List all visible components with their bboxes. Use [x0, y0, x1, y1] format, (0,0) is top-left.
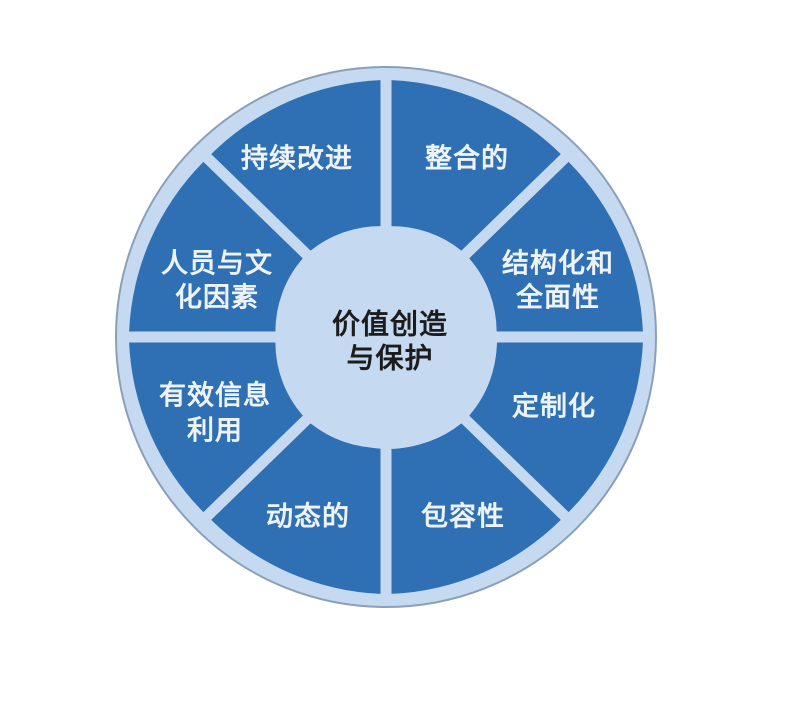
- segment-label-human-cultural-factors-line2: 化因素: [175, 283, 259, 314]
- center-circle: [279, 231, 497, 449]
- segment-wedge-structured-comprehensive: [469, 161, 643, 332]
- center-label-line1: 价值创造: [332, 308, 448, 341]
- segment-label-best-available-information-line1: 有效信息: [159, 380, 271, 412]
- center-label-line2: 与保护: [346, 342, 433, 375]
- segment-wedge-continuous-improvement: [211, 80, 381, 251]
- segment-label-dynamic: 动态的: [266, 501, 350, 533]
- segment-label-best-available-information-line2: 利用: [187, 416, 243, 447]
- segment-label-human-cultural-factors-line1: 人员与文: [161, 248, 273, 280]
- segment-wedge-customized: [469, 342, 643, 513]
- segment-label-integrated: 整合的: [425, 143, 509, 175]
- segment-wedge-dynamic: [211, 423, 381, 594]
- segment-wedge-human-cultural-factors: [129, 161, 303, 332]
- segment-label-inclusive: 包容性: [421, 501, 505, 533]
- segments-group: [129, 80, 643, 594]
- segment-label-customized: 定制化: [512, 391, 596, 423]
- segment-label-structured-comprehensive-line2: 全面性: [515, 282, 600, 314]
- segment-wedge-best-available-information: [129, 342, 303, 513]
- segment-label-structured-comprehensive-line1: 结构化和: [502, 249, 614, 280]
- segment-wedge-integrated: [391, 80, 561, 251]
- segment-label-continuous-improvement: 持续改进: [241, 144, 353, 175]
- segment-wedge-inclusive: [391, 423, 561, 594]
